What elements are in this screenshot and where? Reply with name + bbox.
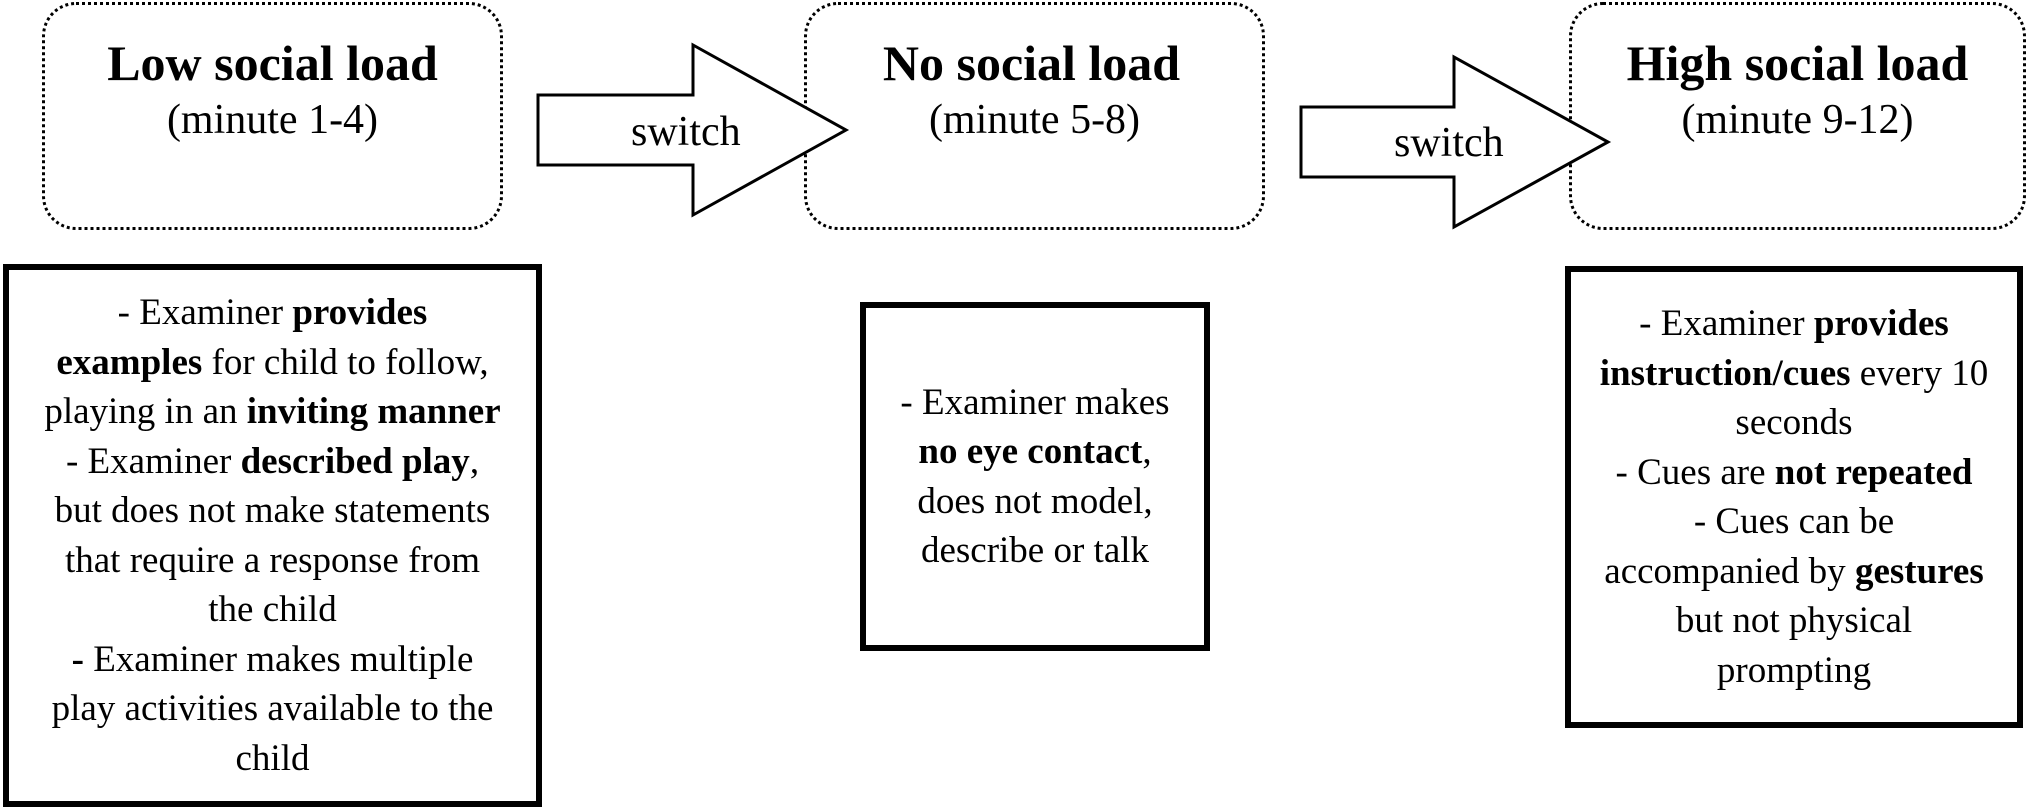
switch-label: switch	[1394, 120, 1504, 166]
description-line: accompanied by gestures	[1604, 550, 1984, 592]
description-box-high-social-load: - Examiner provides instruction/cues eve…	[1565, 266, 2023, 728]
description-line: examples for child to follow,	[56, 341, 489, 383]
description-line: describe or talk	[920, 530, 1150, 571]
description-line: - Cues can be	[1693, 501, 1895, 542]
phase-title: No social load	[882, 35, 1181, 91]
description-line: play activities available to the	[51, 688, 494, 729]
description-line: prompting	[1716, 649, 1872, 691]
description-line: - Examiner described play,	[65, 440, 480, 482]
switch-label: switch	[631, 109, 741, 155]
description-line: instruction/cues every 10	[1599, 352, 1989, 394]
description-line: child	[235, 737, 310, 779]
description-line: no eye contact,	[918, 431, 1152, 472]
phase-title: High social load	[1626, 35, 1969, 91]
description-box-no-social-load: - Examiner makes no eye contact, does no…	[860, 302, 1210, 651]
switch-arrow-1-icon	[536, 42, 850, 218]
phase-box-low-social-load: Low social load (minute 1-4)	[42, 2, 503, 230]
description-line: - Cues are not repeated	[1615, 451, 1973, 493]
description-line: the child	[208, 589, 337, 630]
description-line: - Examiner provides	[1639, 303, 1949, 344]
phase-time: (minute 5-8)	[928, 97, 1141, 143]
phase-box-high-social-load: High social load (minute 9-12)	[1569, 2, 2026, 230]
description-line: - Examiner makes	[900, 381, 1170, 423]
description-line: playing in an inviting manner	[44, 391, 501, 432]
description-line: does not model,	[917, 480, 1153, 522]
description-line: but not physical	[1675, 600, 1913, 641]
description-line: that require a response from	[64, 539, 481, 581]
phase-time: (minute 9-12)	[1681, 97, 1914, 143]
phase-title: Low social load	[107, 35, 438, 91]
phase-box-no-social-load: No social load (minute 5-8)	[804, 2, 1265, 230]
phase-time: (minute 1-4)	[166, 97, 379, 143]
description-box-low-social-load: - Examiner provides examples for child t…	[3, 264, 542, 807]
description-line: - Examiner provides	[117, 292, 428, 333]
description-line: seconds	[1735, 402, 1853, 443]
description-line: - Examiner makes multiple	[71, 638, 474, 680]
description-line: but does not make statements	[54, 490, 491, 531]
switch-arrow-2-icon	[1299, 54, 1612, 230]
